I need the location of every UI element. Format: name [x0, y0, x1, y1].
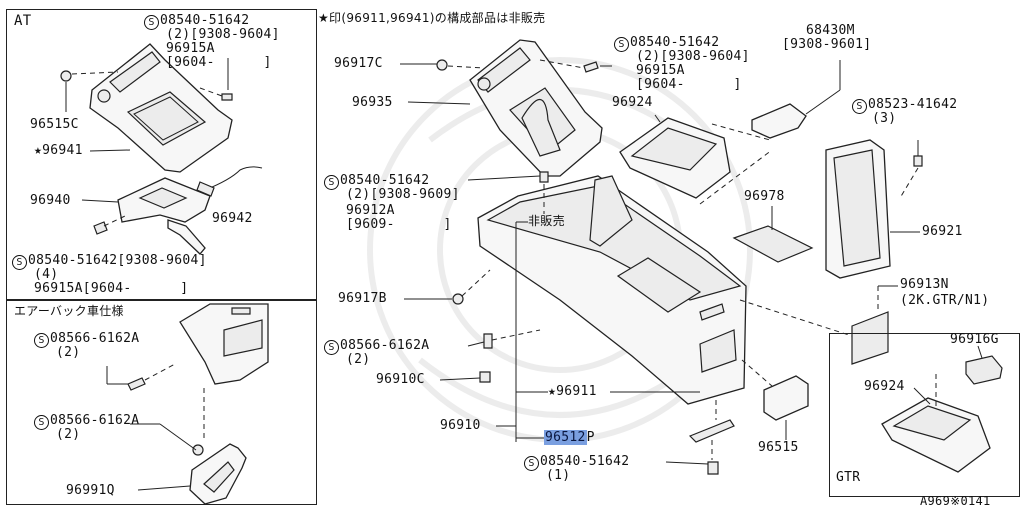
label-96978: 96978 [744, 189, 785, 204]
title-note: ★印(96911,96941)の構成部品は非販売 [318, 11, 546, 25]
label-96512p: 96512P [544, 430, 595, 445]
gtr-inset-drawing [881, 345, 1003, 473]
circle-s-icon: S [144, 15, 159, 30]
main-clip-c: 96912A [346, 203, 395, 218]
not-for-sale-label: 非販売 [528, 214, 565, 228]
main-screw-b-qty: (3) [872, 111, 897, 126]
circle-s-icon: S [324, 340, 339, 355]
main-console-drawing [400, 39, 923, 475]
label-96515c: 96515C [30, 117, 79, 132]
at-screw-top-qty: (2)[9308-9604] [166, 27, 280, 42]
at-clip-96915a-date: [9604- ] [166, 55, 272, 70]
circle-s-icon: S [34, 333, 49, 348]
label-96921: 96921 [922, 224, 963, 239]
label-96940: 96940 [30, 193, 71, 208]
label-68430m-date: [9308-9601] [782, 37, 872, 52]
gtr-inset-title: GTR [836, 470, 861, 485]
main-clip-a: 96915A [636, 63, 685, 78]
plate-96913n [851, 311, 889, 365]
main-clip-a-date: [9604- ] [636, 77, 742, 92]
label-96991q: 96991Q [66, 483, 115, 498]
label-96910c: 96910C [376, 372, 425, 387]
airbag-inset-title: エアーバック車仕様 [14, 304, 124, 318]
at-clip-bottom: 96915A[9604- ] [34, 281, 189, 296]
airbag-inset-frame [6, 299, 317, 505]
label-96913n: 96913N [900, 277, 949, 292]
label-96924-gtr: 96924 [864, 379, 905, 394]
circle-s-icon: S [524, 456, 539, 471]
circle-s-icon: S [34, 415, 49, 430]
ashtray-96515 [763, 375, 809, 421]
label-96911: ★96911 [548, 384, 597, 399]
label-96515: 96515 [758, 440, 799, 455]
airbag-screw2-qty: (2) [56, 427, 81, 442]
label-96910: 96910 [440, 418, 481, 433]
label-96935: 96935 [352, 95, 393, 110]
label-96916g: 96916G [950, 332, 999, 347]
label-96942: 96942 [212, 211, 253, 226]
highlighted-part-number: 96512 [544, 430, 587, 445]
at-inset-frame [6, 9, 317, 301]
at-inset-drawing [60, 43, 263, 255]
label-68430m: 68430M [806, 23, 855, 38]
circle-s-icon: S [852, 99, 867, 114]
label-96924: 96924 [612, 95, 653, 110]
label-96917c: 96917C [334, 56, 383, 71]
label-96913n-note: (2K.GTR/N1) [900, 293, 990, 308]
circle-s-icon: S [614, 37, 629, 52]
main-screw-a-qty: (2)[9308-9604] [636, 49, 750, 64]
main-screw-e-qty: (1) [546, 468, 571, 483]
at-screw-bottom-qty: (4) [34, 267, 59, 282]
label-96917b: 96917B [338, 291, 387, 306]
main-screw-c-qty: (2)[9308-9609] [346, 187, 460, 202]
bracket-68430m [751, 103, 807, 139]
figure-code: A969※0141 [920, 494, 991, 508]
at-inset-title: AT [14, 13, 32, 29]
label-96941: ★96941 [34, 143, 83, 158]
at-clip-96915a: 96915A [166, 41, 215, 56]
main-screw-d-qty: (2) [346, 352, 371, 367]
gtr-inset-frame [829, 333, 1020, 497]
mat-96978 [732, 225, 814, 263]
airbag-screw1-qty: (2) [56, 345, 81, 360]
main-clip-c-date: [9609- ] [346, 217, 452, 232]
airbag-inset-drawing [106, 303, 269, 505]
circle-s-icon: S [12, 255, 27, 270]
circle-s-icon: S [324, 175, 339, 190]
